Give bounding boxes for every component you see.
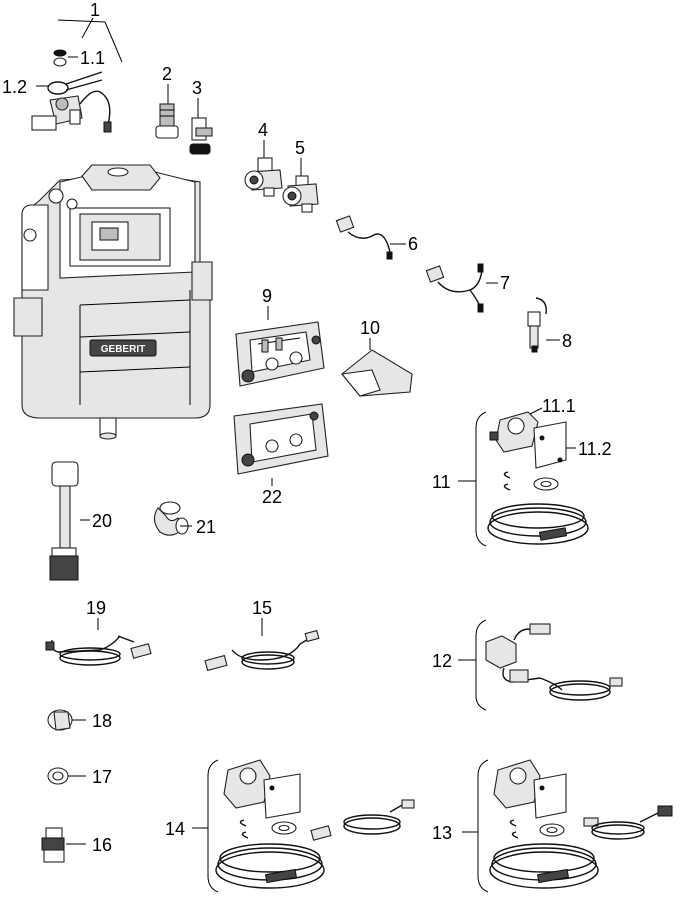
part-19-cable bbox=[45, 618, 152, 666]
label-17: 17 bbox=[92, 767, 112, 787]
concealed-cistern: GEBERIT bbox=[13, 164, 213, 440]
label-19: 19 bbox=[86, 598, 106, 618]
part-1-group bbox=[31, 17, 123, 133]
part-7-cable bbox=[425, 263, 498, 313]
label-4: 4 bbox=[258, 120, 268, 140]
label-18: 18 bbox=[92, 711, 112, 731]
label-5: 5 bbox=[295, 138, 305, 158]
part-17-ring bbox=[47, 767, 86, 785]
part-5-valve bbox=[282, 158, 319, 213]
part-3-fitting bbox=[189, 98, 213, 155]
part-15-cable bbox=[204, 618, 320, 672]
label-11: 11 bbox=[432, 472, 451, 492]
label-1-2: 1.2 bbox=[2, 77, 27, 97]
part-8-sensor bbox=[527, 297, 560, 353]
brand-logo: GEBERIT bbox=[101, 344, 145, 355]
label-10: 10 bbox=[360, 318, 380, 338]
label-22: 22 bbox=[262, 487, 282, 507]
part-labels: 1 1.1 1.2 2 3 4 5 6 7 8 9 10 11 11.1 11.… bbox=[2, 0, 612, 855]
label-8: 8 bbox=[562, 331, 572, 351]
label-1-1: 1.1 bbox=[80, 48, 105, 68]
part-4-valve bbox=[244, 140, 283, 197]
label-7: 7 bbox=[500, 273, 510, 293]
part-18-cap bbox=[47, 709, 86, 731]
part-10-cover bbox=[340, 338, 413, 397]
label-2: 2 bbox=[162, 64, 172, 84]
label-3: 3 bbox=[192, 78, 202, 98]
label-11-2: 11.2 bbox=[578, 439, 612, 459]
label-16: 16 bbox=[92, 835, 112, 855]
part-12-transformer bbox=[458, 619, 623, 711]
label-1: 1 bbox=[90, 0, 100, 20]
part-21-elbow bbox=[153, 501, 192, 536]
label-21: 21 bbox=[196, 517, 216, 537]
part-16-valve-insert bbox=[41, 827, 86, 863]
part-6-cable bbox=[335, 215, 406, 260]
label-13: 13 bbox=[432, 823, 452, 843]
label-20: 20 bbox=[92, 511, 112, 531]
part-14-kit bbox=[192, 759, 415, 893]
part-20-flush-pipe bbox=[49, 461, 90, 581]
label-14: 14 bbox=[165, 819, 185, 839]
label-6: 6 bbox=[408, 234, 418, 254]
part-22-mounting-frame bbox=[233, 403, 329, 486]
part-11-kit bbox=[458, 407, 589, 547]
label-15: 15 bbox=[252, 598, 272, 618]
label-12: 12 bbox=[432, 651, 452, 671]
label-11-1: 11.1 bbox=[542, 396, 576, 416]
label-9: 9 bbox=[262, 286, 272, 306]
part-2-fitting bbox=[155, 84, 179, 139]
part-9-mounting-frame bbox=[235, 306, 325, 387]
part-13-kit bbox=[462, 759, 673, 893]
